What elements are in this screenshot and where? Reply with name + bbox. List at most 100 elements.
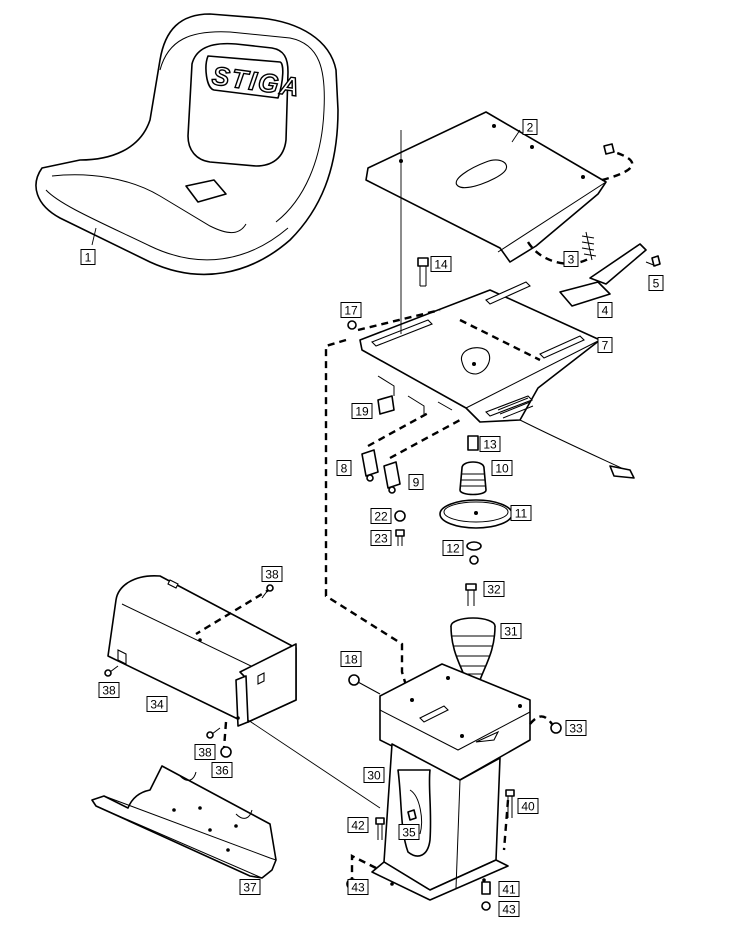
nut-43b: [481, 901, 491, 911]
callout-4: 4: [597, 302, 613, 318]
callout-34: 34: [146, 696, 168, 712]
callout-number: 42: [351, 819, 365, 833]
callout-35: 35: [398, 824, 420, 840]
callout-2: 2: [522, 119, 538, 135]
callout-38: 38: [194, 744, 216, 760]
callout-number: 9: [413, 476, 420, 490]
bolt-32: [465, 583, 477, 606]
callout-33: 33: [565, 720, 587, 736]
callout-38: 38: [98, 682, 120, 698]
callout-43: 43: [347, 879, 369, 895]
callout-number: 10: [495, 462, 509, 476]
seat-console-bracket: [350, 663, 553, 901]
bolt-23: [395, 529, 405, 546]
callout-9: 9: [408, 474, 424, 490]
callout-number: 30: [367, 769, 381, 783]
callout-8: 8: [336, 460, 352, 476]
callout-number: 5: [653, 277, 660, 291]
bolt-14: [417, 257, 429, 287]
console-cover: [107, 575, 381, 809]
screw-35: [407, 809, 417, 821]
callout-number: 22: [374, 510, 388, 524]
callout-number: 38: [102, 684, 116, 698]
nut-33: [550, 722, 562, 734]
callout-labels: 1234578910111213141718192223303132333435…: [80, 119, 664, 917]
callout-number: 38: [265, 568, 279, 582]
callout-37: 37: [239, 879, 261, 895]
disc-11: [439, 499, 513, 529]
callout-number: 11: [515, 507, 528, 521]
callout-3: 3: [563, 251, 579, 267]
bolt-40: [505, 789, 515, 818]
callout-number: 12: [446, 542, 460, 556]
callout-number: 3: [568, 253, 575, 267]
screw-38-bottom: [206, 727, 221, 739]
callout-17: 17: [340, 302, 362, 318]
callout-31: 31: [500, 623, 522, 639]
callout-number: 23: [374, 532, 388, 546]
callout-number: 4: [602, 304, 609, 318]
callout-number: 31: [504, 625, 518, 639]
nut-17: [347, 320, 357, 330]
sleeve-13: [467, 435, 479, 451]
nut-22: [394, 510, 406, 522]
callout-number: 17: [344, 304, 358, 318]
callout-number: 35: [402, 826, 416, 840]
callout-40: 40: [517, 798, 539, 814]
callout-number: 33: [569, 722, 583, 736]
callout-22: 22: [370, 508, 392, 524]
callout-42: 42: [347, 817, 369, 833]
seat-switch-8: [361, 449, 379, 482]
callout-number: 14: [434, 258, 448, 272]
callout-13: 13: [479, 436, 501, 452]
callout-number: 43: [502, 903, 516, 917]
callout-number: 2: [527, 121, 534, 135]
callout-number: 38: [198, 746, 212, 760]
callout-19: 19: [351, 403, 373, 419]
callout-38: 38: [261, 566, 283, 582]
callout-11: 11: [510, 505, 532, 521]
nut-12b: [469, 555, 479, 565]
callout-number: 1: [85, 251, 92, 265]
callout-number: 13: [483, 438, 497, 452]
callout-32: 32: [483, 581, 505, 597]
callout-1: 1: [80, 249, 96, 265]
callout-number: 34: [150, 698, 164, 712]
bolt-42: [375, 817, 385, 840]
callout-30: 30: [363, 767, 385, 783]
callout-number: 36: [215, 764, 229, 778]
callout-number: 8: [341, 462, 348, 476]
callout-number: 40: [521, 800, 535, 814]
washer-12: [466, 541, 482, 551]
callout-number: 19: [355, 405, 369, 419]
seat-adjust-lever: [526, 231, 661, 307]
callout-10: 10: [491, 460, 513, 476]
seat-slide-frame: [357, 281, 635, 479]
callout-5: 5: [648, 275, 664, 291]
seat-mounting-plate: [365, 111, 634, 263]
spring-10: [459, 461, 487, 496]
callout-41: 41: [498, 881, 520, 897]
callout-12: 12: [442, 540, 464, 556]
callout-36: 36: [211, 762, 233, 778]
callout-number: 37: [243, 881, 257, 895]
callout-14: 14: [430, 256, 452, 272]
screw-38-top: [261, 584, 274, 599]
clip-19: [377, 395, 395, 415]
screw-38-left: [104, 665, 119, 677]
callout-23: 23: [370, 530, 392, 546]
sleeve-41: [481, 881, 491, 895]
callout-number: 32: [487, 583, 501, 597]
callout-number: 18: [344, 653, 358, 667]
seat-badge: [205, 55, 284, 99]
floor-plate: [91, 765, 277, 879]
callout-number: 41: [502, 883, 516, 897]
callout-7: 7: [597, 337, 613, 353]
spring-31: [450, 617, 496, 712]
bolt-18: [348, 674, 381, 695]
assembly-line: [324, 338, 410, 693]
washer-36: [220, 746, 232, 758]
seat-switch-9: [383, 461, 401, 494]
callout-number: 43: [351, 881, 365, 895]
